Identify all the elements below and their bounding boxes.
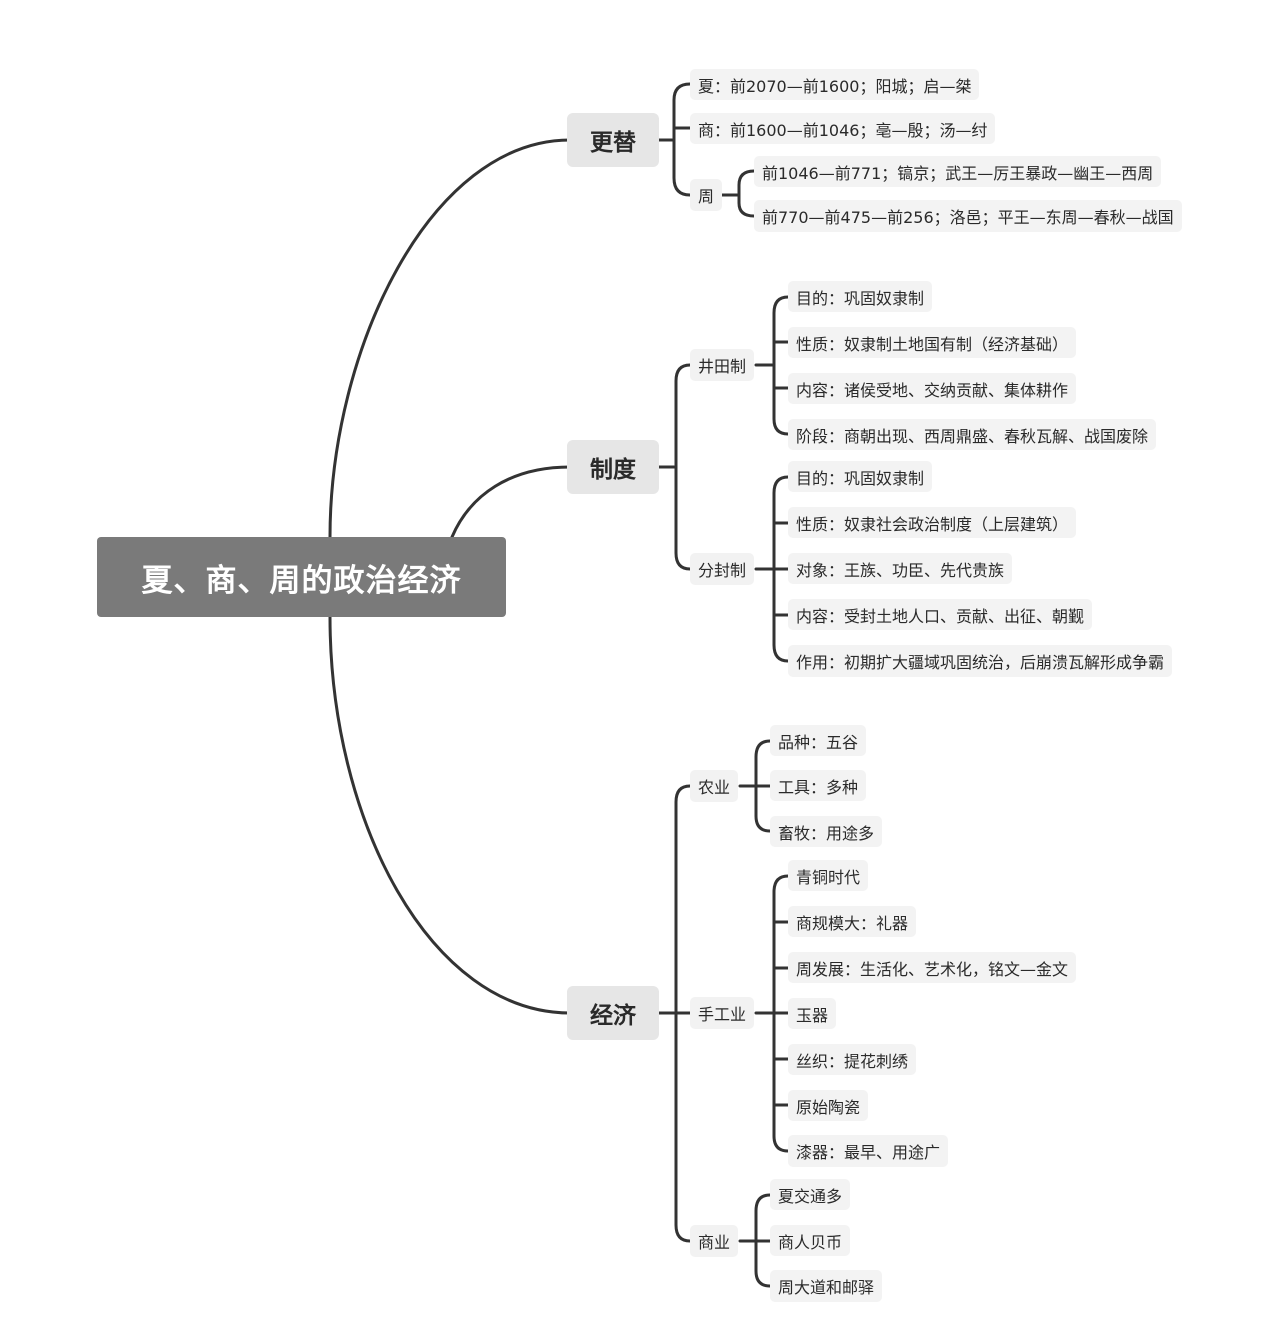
leaf-shangye-item[interactable]: 周大道和邮驿 (770, 1270, 883, 1302)
leaf-shougongye-item[interactable]: 原始陶瓷 (788, 1090, 869, 1121)
subtopic-fenfeng[interactable]: 分封制 (690, 553, 755, 585)
leaf-shougongye-item[interactable]: 漆器：最早、用途广 (788, 1135, 949, 1167)
leaf-zhou-east[interactable]: 前770—前475—前256；洛邑；平王—东周—春秋—战国 (754, 200, 1182, 232)
link-jingji-children (656, 784, 692, 1243)
link-root-jingji (328, 615, 572, 1015)
leaf-jingtian-item[interactable]: 阶段：商朝出现、西周鼎盛、春秋瓦解、战国废除 (788, 419, 1157, 450)
subtopic-nongye[interactable]: 农业 (690, 770, 739, 802)
link-shougongye-children (754, 874, 790, 1153)
link-fenfeng-children (754, 475, 790, 663)
leaf-jingtian-item[interactable]: 性质：奴隶制土地国有制（经济基础） (788, 327, 1077, 358)
leaf-shangye-item[interactable]: 夏交通多 (770, 1179, 851, 1210)
leaf-fenfeng-item[interactable]: 性质：奴隶社会政治制度（上层建筑） (788, 507, 1077, 538)
leaf-fenfeng-item[interactable]: 内容：受封土地人口、贡献、出征、朝觐 (788, 599, 1093, 630)
link-zhou-children (718, 169, 756, 218)
link-shangye-children (738, 1193, 772, 1288)
leaf-jingtian-item[interactable]: 内容：诸侯受地、交纳贡献、集体耕作 (788, 373, 1077, 404)
leaf-shougongye-item[interactable]: 周发展：生活化、艺术化，铭文—金文 (788, 952, 1077, 983)
link-root-gengti (328, 138, 572, 539)
topic-gengti[interactable]: 更替 (567, 113, 659, 167)
leaf-shougongye-item[interactable]: 商规模大：礼器 (788, 906, 917, 937)
leaf-shang[interactable]: 商：前1600—前1046；亳—殷；汤—纣 (690, 113, 996, 144)
leaf-shangye-item[interactable]: 商人贝币 (770, 1225, 851, 1256)
root-topic[interactable]: 夏、商、周的政治经济 (97, 537, 506, 617)
leaf-nongye-item[interactable]: 品种：五谷 (770, 725, 867, 756)
subtopic-jingtian[interactable]: 井田制 (690, 349, 755, 381)
leaf-zhou-west[interactable]: 前1046—前771；镐京；武王—厉王暴政—幽王—西周 (754, 156, 1162, 187)
topic-jingji[interactable]: 经济 (567, 986, 659, 1040)
leaf-fenfeng-item[interactable]: 目的：巩固奴隶制 (788, 461, 933, 492)
leaf-nongye-item[interactable]: 工具：多种 (770, 770, 867, 801)
leaf-shougongye-item[interactable]: 青铜时代 (788, 860, 869, 891)
link-zhidu-children (656, 363, 692, 571)
leaf-shougongye-item[interactable]: 玉器 (788, 998, 837, 1029)
leaf-jingtian-item[interactable]: 目的：巩固奴隶制 (788, 281, 933, 312)
topic-zhidu[interactable]: 制度 (567, 440, 659, 494)
subtopic-zhou[interactable]: 周 (690, 179, 723, 211)
leaf-xia[interactable]: 夏：前2070—前1600；阳城；启—桀 (690, 69, 980, 100)
leaf-fenfeng-item[interactable]: 对象：王族、功臣、先代贵族 (788, 553, 1013, 584)
subtopic-shangye[interactable]: 商业 (690, 1225, 739, 1257)
leaf-fenfeng-item[interactable]: 作用：初期扩大疆域巩固统治，后崩溃瓦解形成争霸 (788, 645, 1173, 677)
link-root-zhidu (450, 465, 572, 539)
link-nongye-children (738, 739, 772, 833)
link-jingtian-children (754, 295, 790, 436)
link-gengti-children (656, 82, 692, 197)
leaf-shougongye-item[interactable]: 丝织：提花刺绣 (788, 1044, 917, 1075)
subtopic-shougongye[interactable]: 手工业 (690, 997, 755, 1029)
leaf-nongye-item[interactable]: 畜牧：用途多 (770, 816, 883, 847)
